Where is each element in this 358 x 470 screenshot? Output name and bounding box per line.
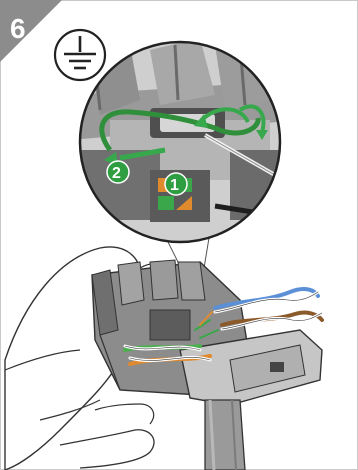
callout-1-number: 1 bbox=[170, 177, 179, 194]
callout-2: 2 bbox=[107, 161, 129, 183]
callout-2-number: 2 bbox=[112, 165, 121, 182]
callout-1: 1 bbox=[165, 173, 187, 195]
ground-symbol-icon bbox=[55, 30, 105, 80]
step-number: 6 bbox=[10, 13, 26, 44]
